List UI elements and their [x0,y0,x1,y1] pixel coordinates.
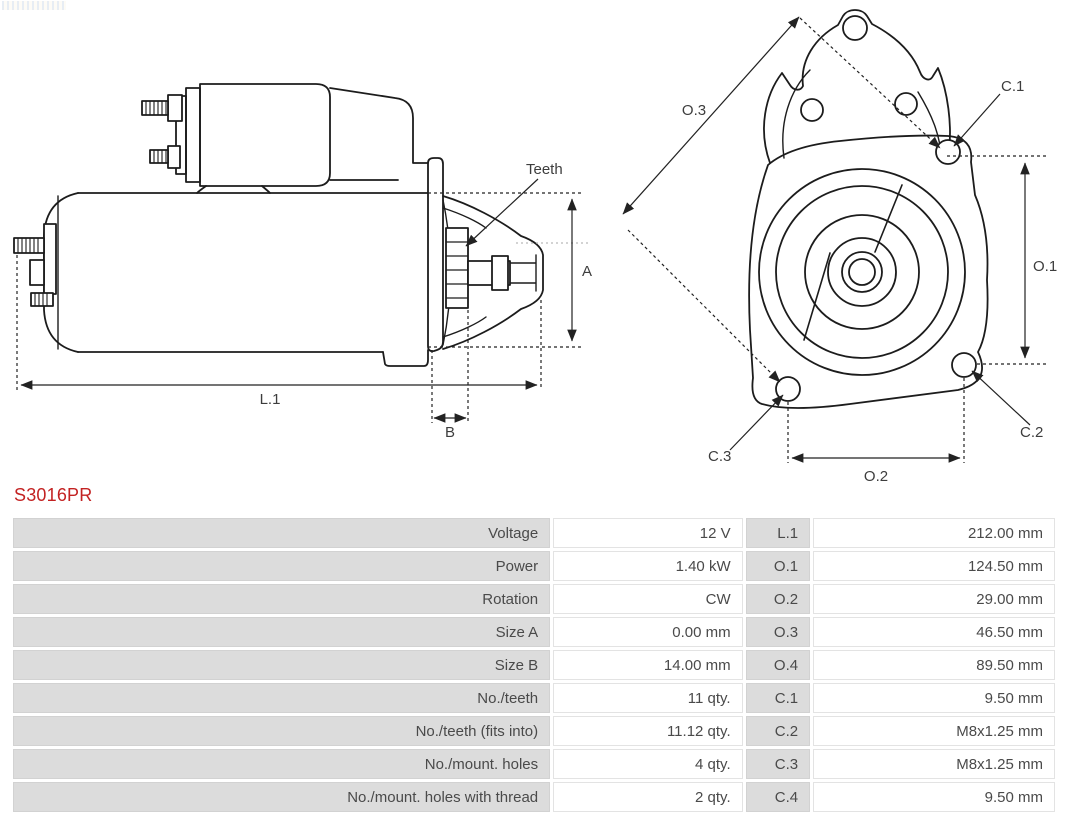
spec-label: Voltage [13,518,551,548]
spec-value: 1.40 kW [553,551,743,581]
dim-code: L.1 [745,518,811,548]
dim-value: 9.50 mm [813,683,1055,713]
spec-label: No./teeth [13,683,551,713]
dim-label-o2: O.2 [864,468,888,485]
spec-label: Size B [13,650,551,680]
spec-value: 12 V [553,518,743,548]
spec-value: 11 qty. [553,683,743,713]
spec-value: 2 qty. [553,782,743,812]
dim-code: O.1 [745,551,811,581]
dim-value: 89.50 mm [813,650,1055,680]
table-row: Power 1.40 kW O.1 124.50 mm [13,551,1055,581]
dim-label-c1: C.1 [1001,78,1024,95]
spec-label: No./teeth (fits into) [13,716,551,746]
table-row: No./teeth 11 qty. C.1 9.50 mm [13,683,1055,713]
dim-value: M8x1.25 mm [813,749,1055,779]
front-view-dimensions [622,16,1048,463]
starter-side-view-drawing [13,83,544,367]
dim-code: C.1 [745,683,811,713]
dim-label-c2: C.2 [1020,424,1043,441]
spec-label: No./mount. holes with thread [13,782,551,812]
dim-label-teeth: Teeth [526,161,563,178]
spec-value: 14.00 mm [553,650,743,680]
dim-label-o3: O.3 [682,102,706,119]
dim-label-o1: O.1 [1033,258,1057,275]
spec-value: CW [553,584,743,614]
dim-code: C.3 [745,749,811,779]
part-number: S3016PR [14,485,93,505]
dim-label-a: A [582,263,592,280]
starter-front-view-drawing [748,9,989,409]
table-row: Size A 0.00 mm O.3 46.50 mm [13,617,1055,647]
technical-diagrams: Teeth A L.1 B [13,9,1057,485]
dim-code: C.4 [745,782,811,812]
table-row: Size B 14.00 mm O.4 89.50 mm [13,650,1055,680]
table-row: No./mount. holes with thread 2 qty. C.4 … [13,782,1055,812]
spec-value: 4 qty. [553,749,743,779]
dim-label-c3: C.3 [708,448,731,465]
spec-value: 11.12 qty. [553,716,743,746]
dim-code: C.2 [745,716,811,746]
table-row: No./teeth (fits into) 11.12 qty. C.2 M8x… [13,716,1055,746]
dim-value: 46.50 mm [813,617,1055,647]
table-row: Rotation CW O.2 29.00 mm [13,584,1055,614]
table-row: Voltage 12 V L.1 212.00 mm [13,518,1055,548]
spec-value: 0.00 mm [553,617,743,647]
table-row: No./mount. holes 4 qty. C.3 M8x1.25 mm [13,749,1055,779]
dim-code: O.3 [745,617,811,647]
dim-label-b: B [445,424,455,441]
dim-value: 124.50 mm [813,551,1055,581]
dim-code: O.2 [745,584,811,614]
dim-value: 9.50 mm [813,782,1055,812]
page-corner-artifact [2,1,66,10]
spec-label: Power [13,551,551,581]
spec-label: Rotation [13,584,551,614]
dim-code: O.4 [745,650,811,680]
side-view-dimensions [16,178,590,423]
spec-label: Size A [13,617,551,647]
dim-value: M8x1.25 mm [813,716,1055,746]
dim-value: 212.00 mm [813,518,1055,548]
dim-value: 29.00 mm [813,584,1055,614]
dim-label-l1: L.1 [260,391,281,408]
spec-label: No./mount. holes [13,749,551,779]
spec-table: Voltage 12 V L.1 212.00 mm Power 1.40 kW… [10,515,1058,815]
